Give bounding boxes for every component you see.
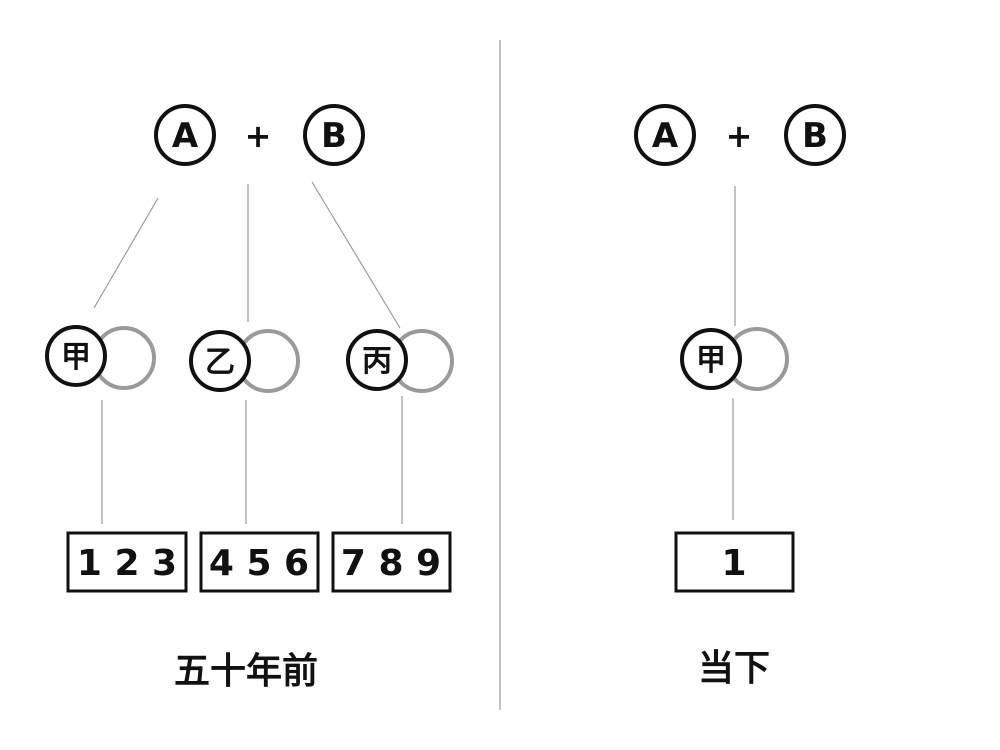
node-jia: [45, 325, 107, 387]
right-panel: A + B 甲 1 当下: [634, 104, 846, 689]
node-bing-label: 丙: [362, 344, 392, 379]
caption-fifty-years-ago: 五十年前: [174, 651, 318, 692]
plus-sign: +: [245, 117, 272, 155]
right-node-a: [634, 104, 696, 166]
box-789: [331, 531, 452, 593]
box-456-label: 4 5 6: [209, 543, 309, 584]
box-123: [66, 531, 188, 593]
connector-b-bing: [311, 181, 401, 329]
node-b: [303, 104, 365, 166]
box-789-label: 7 8 9: [341, 543, 441, 584]
caption-present: 当下: [698, 648, 770, 689]
connector-a-jia: [93, 197, 159, 309]
node-jia-label: 甲: [61, 340, 91, 375]
node-a: [154, 104, 216, 166]
right-node-b-label: B: [802, 116, 828, 156]
box-123-label: 1 2 3: [77, 543, 177, 584]
node-bing: [346, 329, 408, 391]
right-node-b: [784, 104, 846, 166]
node-b-label: B: [321, 116, 347, 156]
right-node-jia-label: 甲: [696, 343, 726, 378]
right-box-1: [674, 531, 795, 593]
right-node-a-label: A: [652, 116, 679, 156]
box-456: [199, 531, 320, 593]
right-plus-sign: +: [726, 117, 753, 155]
left-panel: A + B 甲 乙 丙 1 2 3 4 5 6 7 8 9 五十年前: [45, 104, 454, 692]
right-node-jia: [680, 328, 742, 390]
node-yi: [189, 330, 251, 392]
node-yi-label: 乙: [205, 345, 235, 380]
right-box-1-label: 1: [721, 543, 746, 584]
node-a-label: A: [172, 116, 199, 156]
